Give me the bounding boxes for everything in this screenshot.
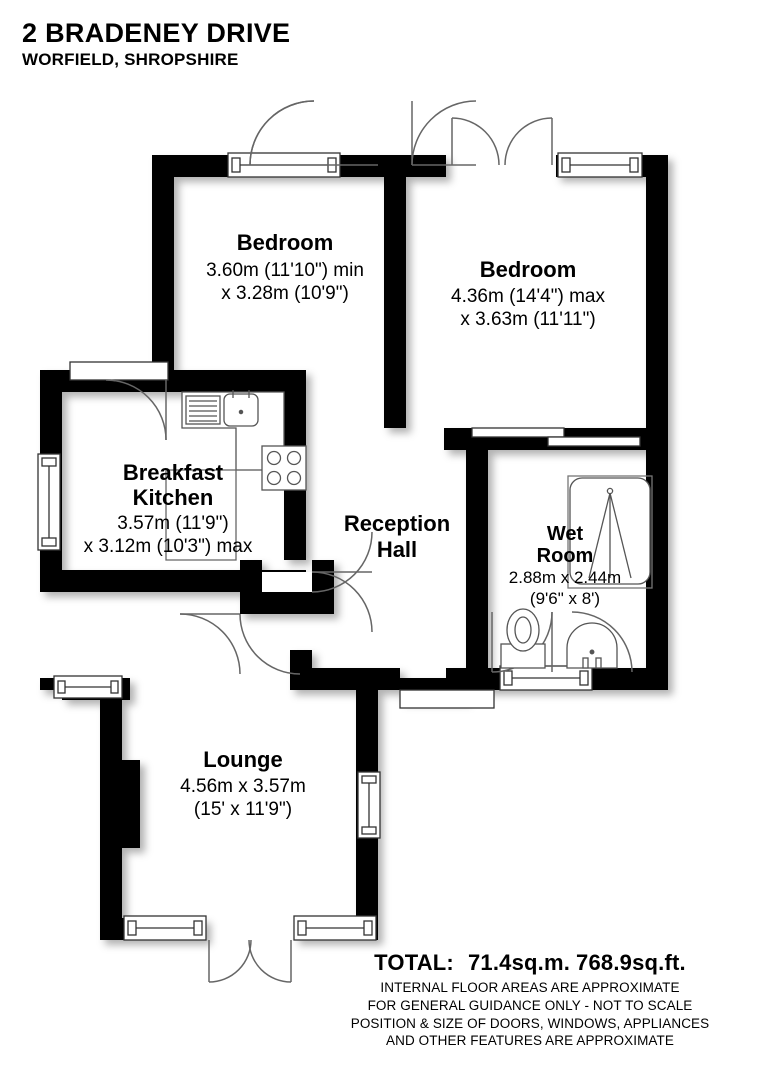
window-lounge-bottomright: [293, 915, 377, 941]
wetroom-dim-2: (9'6" x 8'): [530, 589, 600, 608]
door-frame-kitchen-back: [69, 361, 169, 381]
page-header: 2 BRADENEY DRIVE WORFIELD, SHROPSHIRE: [22, 18, 290, 70]
bedroom2-dim-2: x 3.63m (11'11"): [460, 309, 595, 330]
bedroom2-name: Bedroom: [480, 257, 577, 282]
room-label-bedroom-1: Bedroom 3.60m (11'10") min x 3.28m (10'9…: [206, 230, 364, 304]
wetroom-toilet: [500, 608, 546, 669]
kitchen-dim-1: 3.57m (11'9"): [117, 513, 228, 534]
window-kitchen-left: [37, 453, 61, 551]
bedroom2-dim-1: 4.36m (14'4") max: [451, 286, 605, 307]
kitchen-drainer: [185, 395, 221, 425]
total-label: TOTAL:: [374, 950, 454, 975]
wall-cupboard-bottom: [240, 592, 334, 614]
wetroom-name-2: Room: [537, 545, 594, 567]
kitchen-dim-2: x 3.12m (10'3") max: [84, 536, 253, 557]
window-lounge-topleft: [53, 675, 123, 699]
window-wetroom-bottom: [499, 665, 593, 691]
bedroom1-dim-2: x 3.28m (10'9"): [221, 283, 349, 304]
windows: [37, 152, 643, 941]
door-kitchen-back: [105, 379, 167, 441]
wall-cupboard-right: [312, 560, 334, 614]
kitchen-name-2: Kitchen: [133, 485, 214, 510]
room-labels: Bedroom 3.60m (11'10") min x 3.28m (10'9…: [84, 230, 622, 820]
address-line-1: 2 BRADENEY DRIVE: [22, 18, 291, 48]
wall-hall-bottom-right: [446, 668, 488, 690]
door-bedroom1: [249, 100, 378, 166]
wetroom-dim-1: 2.88m x 2.44m: [509, 568, 621, 587]
kitchen-name-1: Breakfast: [123, 460, 224, 485]
door-frame-front: [399, 689, 495, 709]
disclaimer-line-4: AND OTHER FEATURES ARE APPROXIMATE: [386, 1033, 674, 1049]
wetroom-name-1: Wet: [547, 523, 584, 545]
wetroom-shower: [569, 477, 651, 585]
bedroom1-name: Bedroom: [237, 230, 334, 255]
cupboard-panel: [262, 572, 312, 592]
room-label-breakfast-kitchen: Breakfast Kitchen 3.57m (11'9") x 3.12m …: [84, 460, 253, 557]
disclaimer-line-2: FOR GENERAL GUIDANCE ONLY - NOT TO SCALE: [367, 997, 693, 1013]
wetroom-basin: [566, 622, 618, 669]
wetroom-shower-tray: [567, 475, 653, 589]
door-bedroom2: [411, 100, 477, 166]
wall-bedroom2-top-left-stub: [406, 155, 446, 177]
lounge-dim-2: (15' x 11'9"): [194, 799, 292, 820]
door-swings: [105, 100, 633, 983]
wall-lounge-left: [100, 678, 140, 940]
kitchen-hob: [261, 445, 307, 491]
window-lounge-right: [357, 771, 381, 839]
disclaimer-line-1: INTERNAL FLOOR AREAS ARE APPROXIMATE: [380, 980, 680, 995]
room-label-bedroom-2: Bedroom 4.36m (14'4") max x 3.63m (11'11…: [451, 257, 605, 330]
room-label-wet-room: Wet Room 2.88m x 2.44m (9'6" x 8'): [509, 523, 621, 608]
kitchen-sink: [223, 390, 259, 427]
wall-hall-wetroom-partition: [466, 450, 488, 690]
hall-name-1: Reception: [344, 511, 450, 536]
window-lounge-bottomleft: [123, 915, 207, 941]
fixtures: [165, 390, 653, 669]
total-area-line: TOTAL: 71.4sq.m.768.9sq.ft.: [320, 950, 740, 976]
wall-lounge-top-right: [312, 668, 378, 690]
total-sqm: 71.4sq.m.: [467, 950, 571, 975]
door-hall-kitchen: [179, 613, 301, 675]
wall-bedroom2-bottom-stub: [444, 428, 466, 450]
wall-bedroom-partition: [384, 165, 406, 428]
door-french-hall-top: [451, 117, 553, 166]
bedroom1-dim-1: 3.60m (11'10") min: [206, 260, 364, 281]
page-footer: TOTAL: 71.4sq.m.768.9sq.ft. INTERNAL FLOO…: [320, 950, 740, 1050]
window-bedroom2-top: [557, 152, 643, 178]
door-french-lounge-bottom: [208, 939, 292, 983]
disclaimer-line-3: POSITION & SIZE OF DOORS, WINDOWS, APPLI…: [350, 1015, 710, 1031]
door-cupboard: [311, 531, 373, 633]
hall-name-2: Hall: [377, 537, 417, 562]
lounge-name: Lounge: [203, 747, 282, 772]
address-line-2: WORFIELD, SHROPSHIRE: [22, 50, 239, 70]
room-label-lounge: Lounge 4.56m x 3.57m (15' x 11'9"): [180, 747, 306, 820]
lounge-dim-1: 4.56m x 3.57m: [180, 776, 306, 797]
bedroom2-wardrobe: [471, 427, 641, 447]
total-sqft: 768.9sq.ft.: [576, 950, 686, 975]
room-label-reception-hall: Reception Hall: [344, 511, 450, 562]
